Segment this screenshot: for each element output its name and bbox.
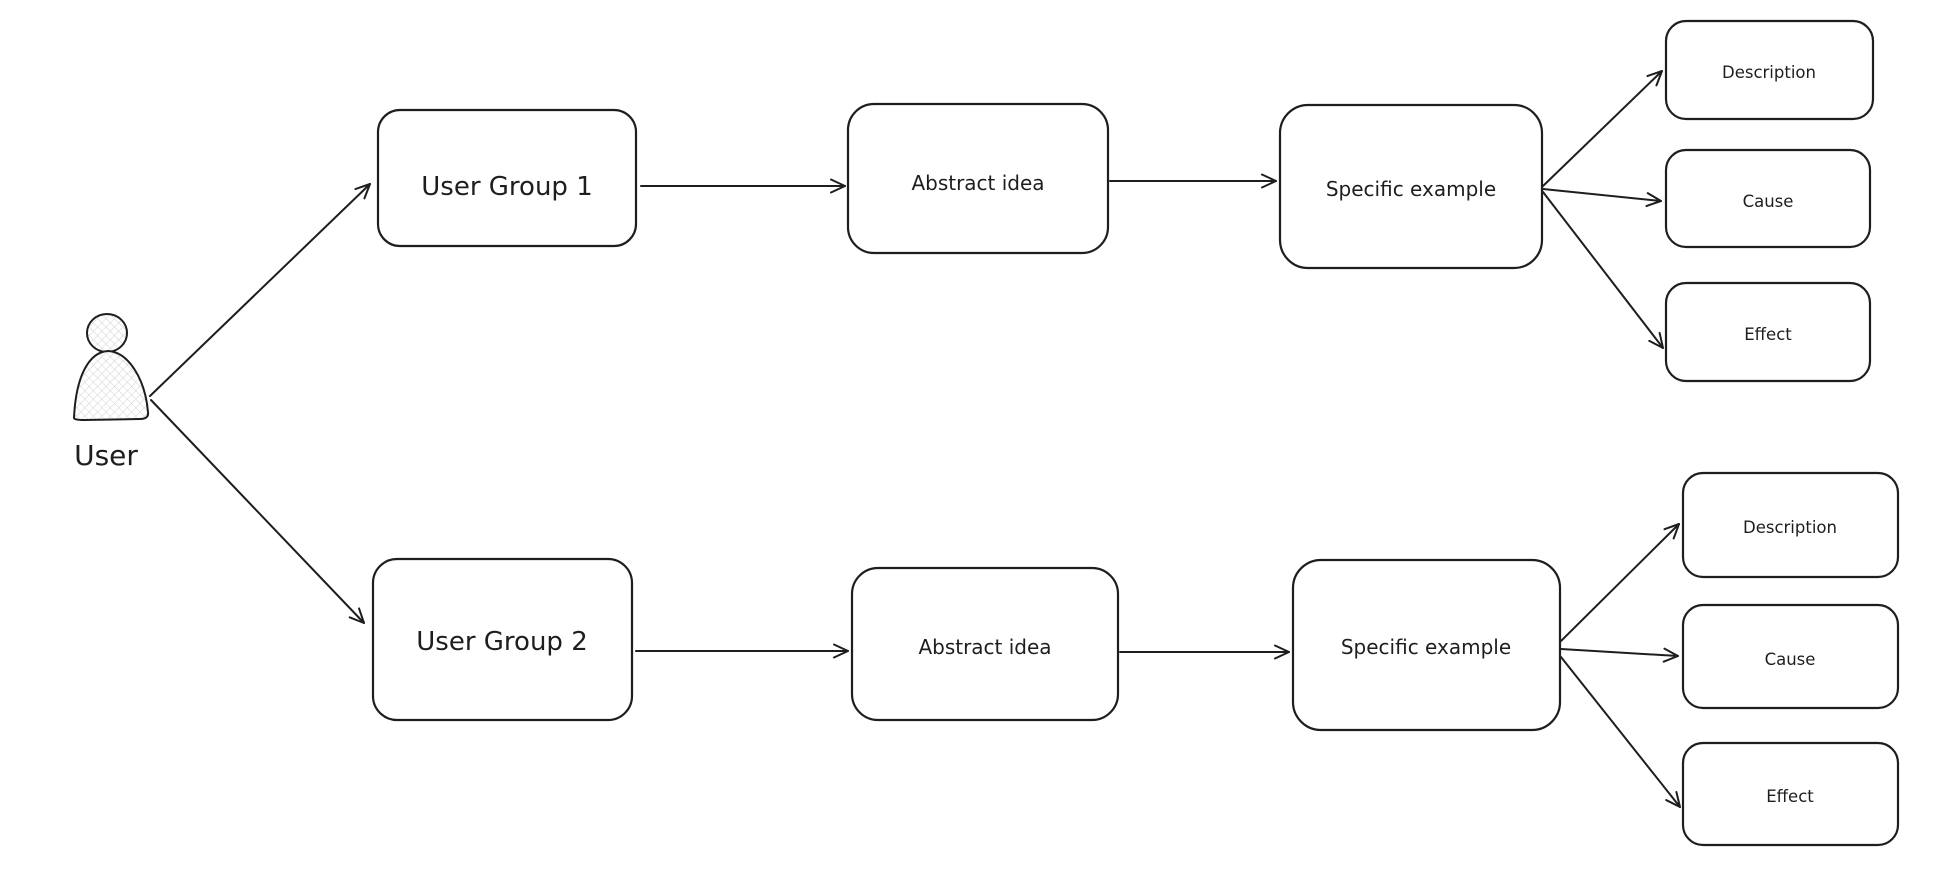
arrow-specific1-to-effect1[interactable]: [1542, 191, 1664, 349]
node-abstract-idea-2-label: Abstract idea: [918, 635, 1051, 659]
person-icon[interactable]: [72, 313, 150, 422]
node-effect-2[interactable]: Effect: [1681, 741, 1900, 847]
arrow-specific1-to-description1[interactable]: [1542, 70, 1663, 187]
user-actor[interactable]: User: [72, 313, 150, 472]
node-specific-example-1-box[interactable]: [1278, 103, 1544, 270]
node-abstract-idea-1[interactable]: Abstract idea: [846, 102, 1110, 255]
node-description-2[interactable]: Description: [1681, 471, 1900, 579]
node-description-1-label: Description: [1722, 63, 1816, 82]
node-user-group-1-label: User Group 1: [421, 172, 593, 202]
node-description-1-box[interactable]: [1664, 19, 1875, 121]
arrow-user-to-group-1[interactable]: [149, 183, 371, 397]
node-cause-2[interactable]: Cause: [1681, 603, 1900, 710]
person-body: [72, 349, 150, 422]
node-user-group-1-box[interactable]: [376, 108, 638, 248]
node-cause-1-box[interactable]: [1664, 148, 1872, 249]
node-cause-1[interactable]: Cause: [1664, 148, 1872, 249]
arrow-user-to-group-2[interactable]: [150, 399, 365, 624]
node-specific-example-1[interactable]: Specific example: [1278, 103, 1544, 270]
node-cause-2-box[interactable]: [1681, 603, 1900, 710]
node-effect-1-box[interactable]: [1664, 281, 1872, 383]
node-user-group-2-box[interactable]: [371, 557, 634, 722]
arrow-specific2-to-effect2[interactable]: [1560, 656, 1681, 808]
node-cause-1-label: Cause: [1743, 192, 1794, 211]
node-specific-example-2-box[interactable]: [1291, 558, 1562, 732]
node-specific-example-1-label: Specific example: [1326, 177, 1496, 201]
node-user-group-1[interactable]: User Group 1: [376, 108, 638, 248]
arrow-specific2-to-description2[interactable]: [1560, 523, 1680, 642]
node-user-group-2-label: User Group 2: [416, 627, 588, 657]
node-abstract-idea-1-box[interactable]: [846, 102, 1110, 255]
node-effect-2-label: Effect: [1766, 787, 1814, 806]
node-cause-2-label: Cause: [1765, 650, 1816, 669]
node-description-2-box[interactable]: [1681, 471, 1900, 579]
arrow-specific2-to-cause2[interactable]: [1560, 647, 1679, 663]
user-label: User: [74, 439, 138, 472]
node-abstract-idea-2[interactable]: Abstract idea: [850, 566, 1120, 722]
node-effect-2-box[interactable]: [1681, 741, 1900, 847]
node-description-1[interactable]: Description: [1664, 19, 1875, 121]
node-effect-1-label: Effect: [1744, 325, 1792, 344]
node-specific-example-2-label: Specific example: [1341, 635, 1511, 659]
arrow-specific1-to-cause1[interactable]: [1542, 188, 1662, 208]
node-effect-1[interactable]: Effect: [1664, 281, 1872, 383]
person-head: [86, 313, 128, 353]
node-abstract-idea-2-box[interactable]: [850, 566, 1120, 722]
node-user-group-2[interactable]: User Group 2: [371, 557, 634, 722]
node-specific-example-2[interactable]: Specific example: [1291, 558, 1562, 732]
node-abstract-idea-1-label: Abstract idea: [911, 171, 1044, 195]
node-description-2-label: Description: [1743, 518, 1837, 537]
